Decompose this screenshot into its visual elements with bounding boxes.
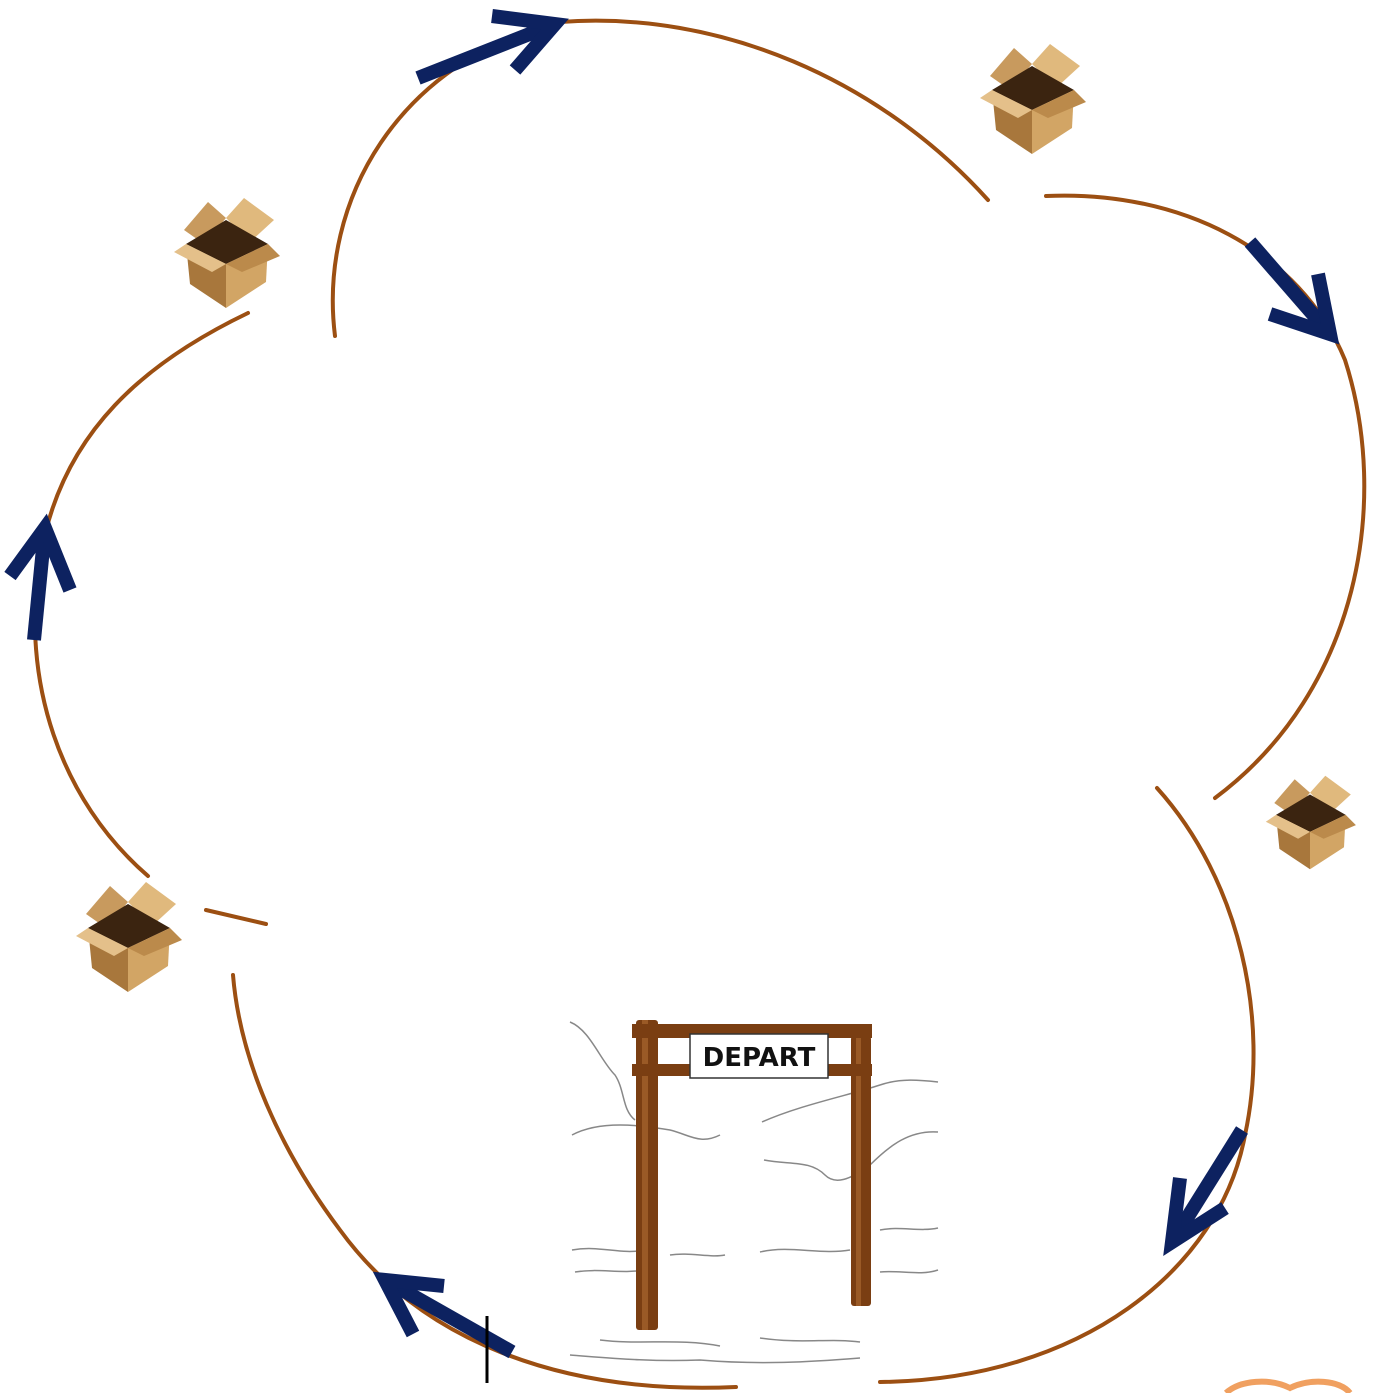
start-gate-icon: DEPART [570, 1020, 938, 1363]
arrow-icon [10, 528, 70, 640]
arrow-icon [385, 1280, 512, 1352]
cardboard-box-icon [980, 44, 1086, 154]
arrow-icon [418, 16, 555, 78]
path-segment-left [35, 313, 248, 876]
path-segment-small [206, 910, 266, 924]
path-segment-lower-right [880, 788, 1254, 1382]
cardboard-box-icon [1266, 776, 1356, 870]
cardboard-box-icon [174, 198, 280, 308]
partial-decoration [1226, 1382, 1350, 1393]
cardboard-box-icon [76, 882, 182, 992]
arrow-icon [1250, 242, 1330, 334]
start-sign-label: DEPART [703, 1043, 816, 1073]
